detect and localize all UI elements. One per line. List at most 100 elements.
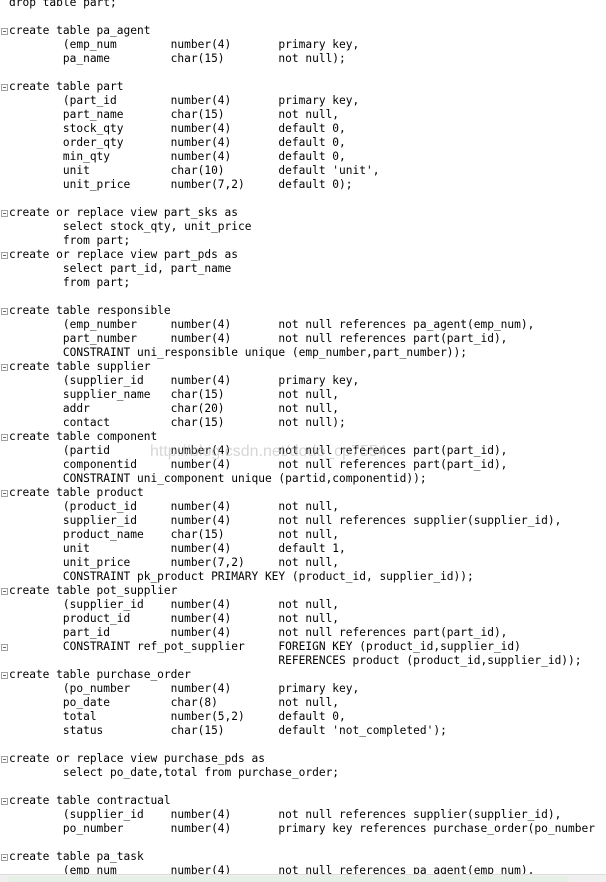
code-text: create table pot_supplier bbox=[9, 584, 178, 597]
code-text: unit_price number(7,2) default 0); bbox=[9, 178, 353, 191]
code-line[interactable]: part_number number(4) not null reference… bbox=[0, 332, 606, 346]
code-line[interactable]: create table product bbox=[0, 486, 606, 500]
code-text: componentid number(4) not null reference… bbox=[9, 458, 508, 471]
code-line[interactable]: addr char(20) not null, bbox=[0, 402, 606, 416]
fold-toggle-icon[interactable] bbox=[1, 588, 8, 595]
code-line[interactable]: create table purchase_order bbox=[0, 668, 606, 682]
code-line[interactable]: (part_id number(4) primary key, bbox=[0, 94, 606, 108]
code-text: (supplier_id number(4) not null referenc… bbox=[9, 808, 562, 821]
fold-toggle-icon[interactable] bbox=[1, 84, 8, 91]
code-line[interactable]: unit_price number(7,2) default 0); bbox=[0, 178, 606, 192]
code-line[interactable]: part_name char(15) not null, bbox=[0, 108, 606, 122]
fold-toggle-icon[interactable] bbox=[1, 308, 8, 315]
code-line[interactable] bbox=[0, 10, 606, 24]
fold-toggle-icon[interactable] bbox=[1, 644, 8, 651]
scrollbar-thumb[interactable] bbox=[8, 876, 568, 882]
code-line[interactable]: create table part bbox=[0, 80, 606, 94]
code-line[interactable]: create or replace view part_sks as bbox=[0, 206, 606, 220]
code-line[interactable]: contact char(15) not null); bbox=[0, 416, 606, 430]
code-line[interactable]: select stock_qty, unit_price bbox=[0, 220, 606, 234]
code-line[interactable]: stock_qty number(4) default 0, bbox=[0, 122, 606, 136]
code-line[interactable]: create table pa_agent bbox=[0, 24, 606, 38]
code-line[interactable]: unit_price number(7,2) not null, bbox=[0, 556, 606, 570]
code-line[interactable]: product_name char(15) not null, bbox=[0, 528, 606, 542]
code-line[interactable]: (emp_num number(4) not null references p… bbox=[0, 864, 606, 874]
code-line[interactable] bbox=[0, 738, 606, 752]
code-line[interactable]: create table supplier bbox=[0, 360, 606, 374]
code-text: (emp_num number(4) primary key, bbox=[9, 38, 360, 51]
code-line[interactable]: drop table part; bbox=[0, 0, 606, 10]
code-line[interactable]: select part_id, part_name bbox=[0, 262, 606, 276]
code-line[interactable]: unit char(10) default 'unit', bbox=[0, 164, 606, 178]
code-line[interactable]: (emp_num number(4) primary key, bbox=[0, 38, 606, 52]
code-text: (partid number(4) not null references pa… bbox=[9, 444, 508, 457]
code-line[interactable]: componentid number(4) not null reference… bbox=[0, 458, 606, 472]
code-line[interactable]: CONSTRAINT ref_pot_supplier FOREIGN KEY … bbox=[0, 640, 606, 654]
code-line[interactable]: (supplier_id number(4) not null referenc… bbox=[0, 808, 606, 822]
code-line[interactable]: CONSTRAINT pk_product PRIMARY KEY (produ… bbox=[0, 570, 606, 584]
code-line[interactable]: supplier_name char(15) not null, bbox=[0, 388, 606, 402]
code-text: create or replace view part_pds as bbox=[9, 248, 239, 261]
code-line[interactable]: select po_date,total from purchase_order… bbox=[0, 766, 606, 780]
code-text: create table responsible bbox=[9, 304, 171, 317]
code-line[interactable]: total number(5,2) default 0, bbox=[0, 710, 606, 724]
code-text: CONSTRAINT pk_product PRIMARY KEY (produ… bbox=[9, 570, 474, 583]
code-text: status char(15) default 'not_completed')… bbox=[9, 724, 447, 737]
code-line[interactable]: CONSTRAINT uni_responsible unique (emp_n… bbox=[0, 346, 606, 360]
fold-toggle-icon[interactable] bbox=[1, 854, 8, 861]
code-line[interactable]: (po_number number(4) primary key, bbox=[0, 682, 606, 696]
code-line[interactable]: (emp_number number(4) not null reference… bbox=[0, 318, 606, 332]
code-line[interactable]: order_qty number(4) default 0, bbox=[0, 136, 606, 150]
code-line[interactable]: (product_id number(4) not null, bbox=[0, 500, 606, 514]
code-line[interactable]: (supplier_id number(4) not null, bbox=[0, 598, 606, 612]
fold-toggle-icon[interactable] bbox=[1, 252, 8, 259]
code-line[interactable]: pa_name char(15) not null); bbox=[0, 52, 606, 66]
code-line[interactable]: status char(15) default 'not_completed')… bbox=[0, 724, 606, 738]
code-line[interactable]: supplier_id number(4) not null reference… bbox=[0, 514, 606, 528]
code-line[interactable]: create table component bbox=[0, 430, 606, 444]
code-text: select po_date,total from purchase_order… bbox=[9, 766, 340, 779]
code-line[interactable]: REFERENCES product (product_id,supplier_… bbox=[0, 654, 606, 668]
code-text: from part; bbox=[9, 234, 131, 247]
code-line[interactable]: part_id number(4) not null references pa… bbox=[0, 626, 606, 640]
code-line[interactable] bbox=[0, 780, 606, 794]
code-text: supplier_id number(4) not null reference… bbox=[9, 514, 562, 527]
code-line[interactable]: from part; bbox=[0, 276, 606, 290]
fold-toggle-icon[interactable] bbox=[1, 28, 8, 35]
fold-toggle-icon[interactable] bbox=[1, 756, 8, 763]
fold-toggle-icon[interactable] bbox=[1, 672, 8, 679]
fold-toggle-icon[interactable] bbox=[1, 434, 8, 441]
code-line[interactable]: CONSTRAINT uni_component unique (partid,… bbox=[0, 472, 606, 486]
code-line[interactable]: (partid number(4) not null references pa… bbox=[0, 444, 606, 458]
code-line[interactable]: unit number(4) default 1, bbox=[0, 542, 606, 556]
code-line[interactable]: from part; bbox=[0, 234, 606, 248]
fold-toggle-icon[interactable] bbox=[1, 490, 8, 497]
code-line[interactable] bbox=[0, 66, 606, 80]
fold-toggle-icon[interactable] bbox=[1, 364, 8, 371]
code-text: unit char(10) default 'unit', bbox=[9, 164, 380, 177]
code-line[interactable]: create table responsible bbox=[0, 304, 606, 318]
horizontal-scrollbar[interactable] bbox=[0, 874, 606, 882]
code-line[interactable]: po_number number(4) primary key referenc… bbox=[0, 822, 606, 836]
fold-toggle-icon[interactable] bbox=[1, 210, 8, 217]
code-text: (emp_num number(4) not null references p… bbox=[9, 864, 535, 874]
code-text: contact char(15) not null); bbox=[9, 416, 346, 429]
fold-toggle-icon[interactable] bbox=[1, 798, 8, 805]
code-line[interactable] bbox=[0, 192, 606, 206]
code-line[interactable] bbox=[0, 836, 606, 850]
code-line[interactable]: create table contractual bbox=[0, 794, 606, 808]
code-line[interactable]: po_date char(8) not null, bbox=[0, 696, 606, 710]
code-line[interactable]: product_id number(4) not null, bbox=[0, 612, 606, 626]
code-line[interactable]: (supplier_id number(4) primary key, bbox=[0, 374, 606, 388]
code-text: (part_id number(4) primary key, bbox=[9, 94, 360, 107]
code-line[interactable]: min_qty number(4) default 0, bbox=[0, 150, 606, 164]
code-line[interactable]: create or replace view part_pds as bbox=[0, 248, 606, 262]
code-line[interactable]: create table pot_supplier bbox=[0, 584, 606, 598]
code-text: supplier_name char(15) not null, bbox=[9, 388, 340, 401]
code-text: total number(5,2) default 0, bbox=[9, 710, 346, 723]
code-line[interactable]: create or replace view purchase_pds as bbox=[0, 752, 606, 766]
code-line[interactable]: create table pa_task bbox=[0, 850, 606, 864]
code-line[interactable] bbox=[0, 290, 606, 304]
code-text: create table product bbox=[9, 486, 144, 499]
